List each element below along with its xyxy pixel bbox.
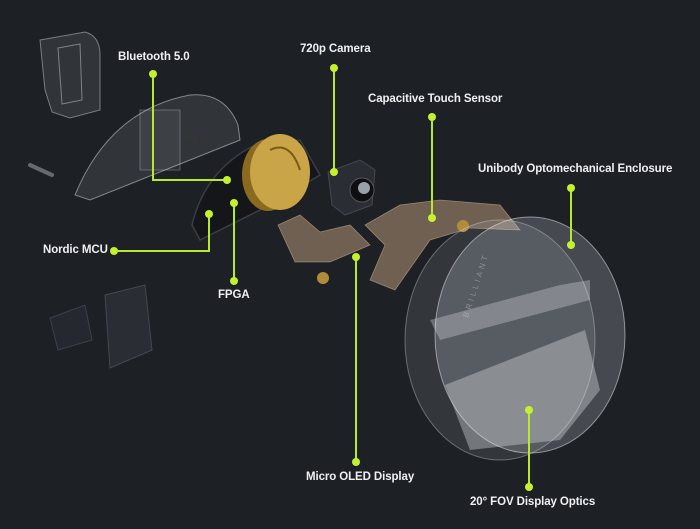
leader-dots (110, 64, 575, 491)
leader-dot (567, 184, 575, 192)
leader-dot (428, 113, 436, 121)
screw-part (28, 163, 54, 177)
label-enclosure: Unibody Optomechanical Enclosure (478, 163, 673, 175)
leader-dot (149, 70, 157, 78)
camera-part (327, 159, 376, 216)
optics-lens-part (404, 216, 626, 461)
half-dome-housing-part (74, 94, 241, 201)
label-fpga: FPGA (218, 289, 250, 301)
leader-dot (230, 277, 238, 285)
gold-insert-part (457, 220, 469, 232)
label-camera: 720p Camera (300, 43, 371, 55)
gold-cylinder-part (242, 134, 310, 211)
leader-dot (525, 483, 533, 491)
leader-dot (525, 406, 533, 414)
leader-dot (330, 64, 338, 72)
small-cover-part (104, 284, 153, 369)
label-micro-oled: Micro OLED Display (306, 471, 415, 483)
leader-line-bluetooth (152, 74, 227, 181)
label-bluetooth: Bluetooth 5.0 (118, 51, 190, 63)
label-nordic-mcu: Nordic MCU (43, 244, 108, 256)
leader-dot (330, 168, 338, 176)
leader-dot (230, 199, 238, 207)
leader-dot (352, 253, 360, 261)
gold-insert-part (317, 272, 329, 284)
leader-dot (110, 247, 118, 255)
leader-dot (205, 210, 213, 218)
label-display-optics: 20° FOV Display Optics (470, 496, 596, 508)
flex-cable-part (277, 199, 521, 291)
label-touch-sensor: Capacitive Touch Sensor (368, 93, 503, 105)
leader-dot (352, 458, 360, 466)
small-cover-part (49, 304, 93, 351)
leader-line-mcu (114, 214, 210, 252)
rear-clip-part (39, 31, 101, 119)
leader-dot (567, 241, 575, 249)
leader-lines (114, 68, 572, 487)
leader-dot (223, 176, 231, 184)
leader-dot (428, 214, 436, 222)
